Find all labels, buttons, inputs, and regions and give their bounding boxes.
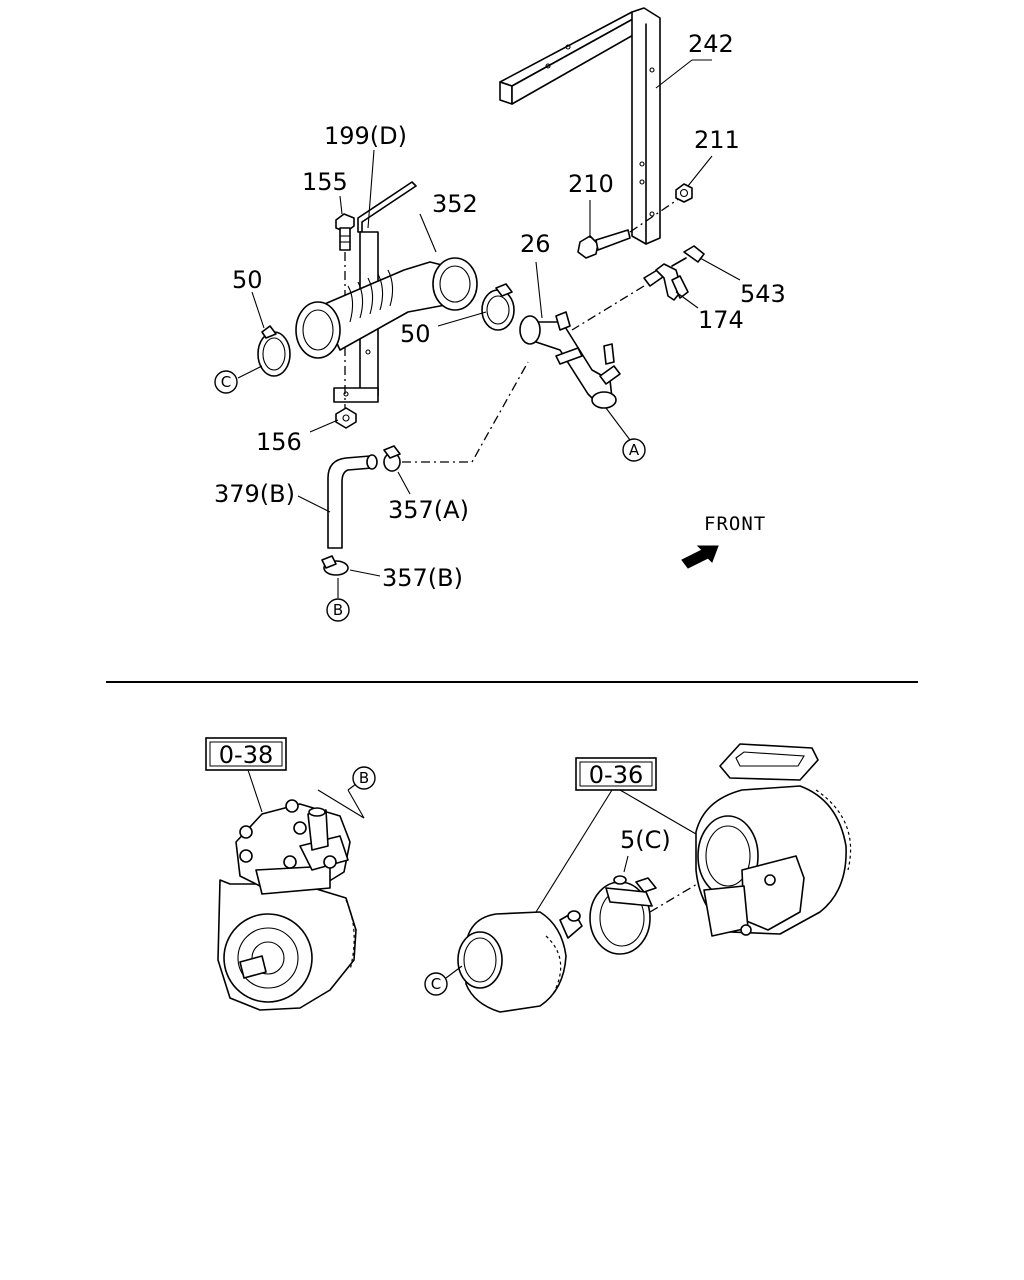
nut-156 — [335, 407, 357, 429]
elbow-pipe-26 — [519, 311, 621, 409]
label-50-right: 50 — [400, 320, 431, 348]
label-211: 211 — [694, 126, 740, 154]
callout-b-bottom-label: B — [359, 769, 369, 787]
callout-b-top: B — [326, 598, 350, 622]
reference-0-36-label: 0-36 — [589, 761, 643, 789]
clamp-50-left — [257, 325, 291, 377]
turbo-compressor-housing — [457, 910, 583, 1013]
label-174: 174 — [698, 306, 744, 334]
bolt-210 — [577, 229, 631, 259]
clip-357a — [383, 445, 401, 472]
duct-352 — [295, 257, 478, 359]
label-5c: 5(C) — [620, 826, 671, 854]
label-352: 352 — [432, 190, 478, 218]
callout-a: A — [622, 438, 646, 462]
bolt-155 — [335, 213, 355, 251]
label-357b: 357(B) — [382, 564, 463, 592]
label-210: 210 — [568, 170, 614, 198]
callout-c-top-label: C — [221, 373, 231, 391]
front-label: FRONT — [704, 513, 766, 535]
label-26: 26 — [520, 230, 551, 258]
label-199d: 199(D) — [324, 122, 407, 150]
label-156: 156 — [256, 428, 302, 456]
label-357a: 357(A) — [388, 496, 469, 524]
label-242: 242 — [688, 30, 734, 58]
clamp-50-right — [481, 283, 515, 331]
vband-clamp-5c — [589, 875, 657, 955]
screw-543 — [671, 245, 705, 267]
callout-c-top: C — [214, 370, 238, 394]
callout-b-top-label: B — [333, 601, 343, 619]
callout-c-bottom: C — [424, 972, 448, 996]
turbocharger — [695, 743, 852, 937]
callout-c-bottom-label: C — [431, 975, 441, 993]
reference-box-0-36: 0-36 — [575, 757, 657, 791]
clip-357b — [321, 555, 349, 576]
label-543: 543 — [740, 280, 786, 308]
clip-174 — [643, 263, 689, 301]
front-arrow-icon — [681, 545, 719, 569]
nut-211 — [675, 183, 693, 203]
reference-0-38-label: 0-38 — [219, 741, 273, 769]
callout-a-label: A — [629, 441, 640, 459]
label-50-left: 50 — [232, 266, 263, 294]
reference-box-0-38: 0-38 — [205, 737, 287, 771]
callout-b-bottom: B — [352, 766, 376, 790]
label-155: 155 — [302, 168, 348, 196]
hose-379b — [327, 454, 378, 549]
bracket-242 — [499, 7, 661, 245]
air-compressor — [217, 799, 357, 1011]
label-379b: 379(B) — [214, 480, 295, 508]
